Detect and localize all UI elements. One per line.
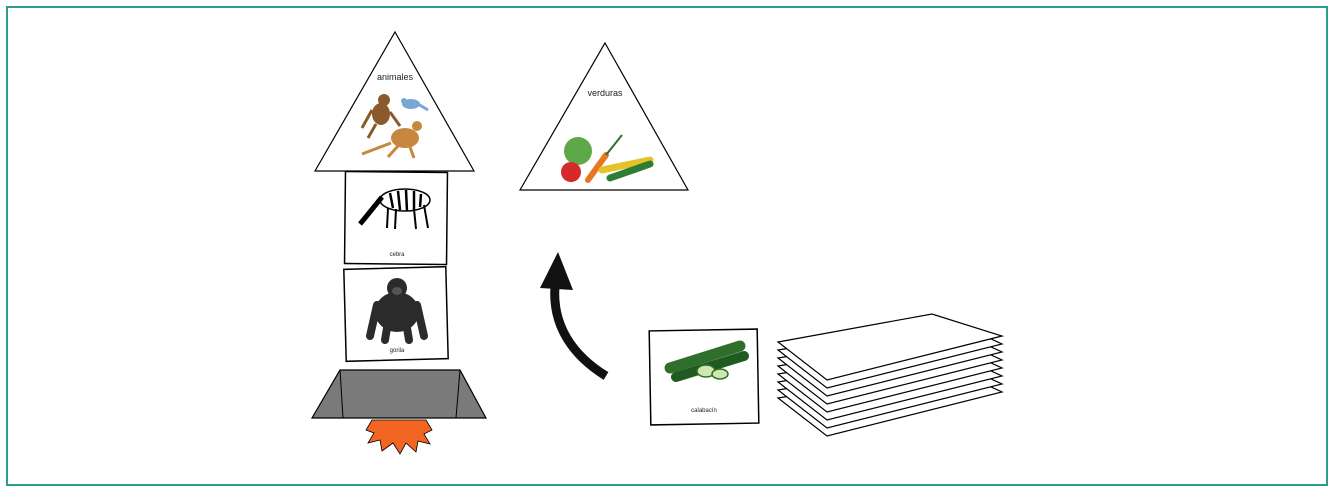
curved-arrow-icon: [540, 252, 606, 376]
sorting-diagram: animales verduras: [0, 0, 1336, 465]
category-label-animales: animales: [377, 72, 414, 82]
rocket-base: [312, 370, 486, 454]
card-label-calabacin: calabacín: [691, 408, 717, 414]
card-gorila[interactable]: gorila: [344, 267, 448, 362]
card-stack[interactable]: [778, 314, 1002, 436]
category-label-verduras: verduras: [587, 88, 623, 98]
category-triangle-verduras[interactable]: verduras: [520, 43, 688, 190]
card-label-cebra: cebra: [389, 252, 405, 258]
category-triangle-animales[interactable]: animales: [315, 32, 474, 171]
flame-icon: [366, 420, 432, 454]
card-calabacin[interactable]: calabacín: [649, 329, 759, 425]
card-cebra[interactable]: cebra: [345, 171, 448, 264]
card-label-gorila: gorila: [390, 348, 405, 354]
